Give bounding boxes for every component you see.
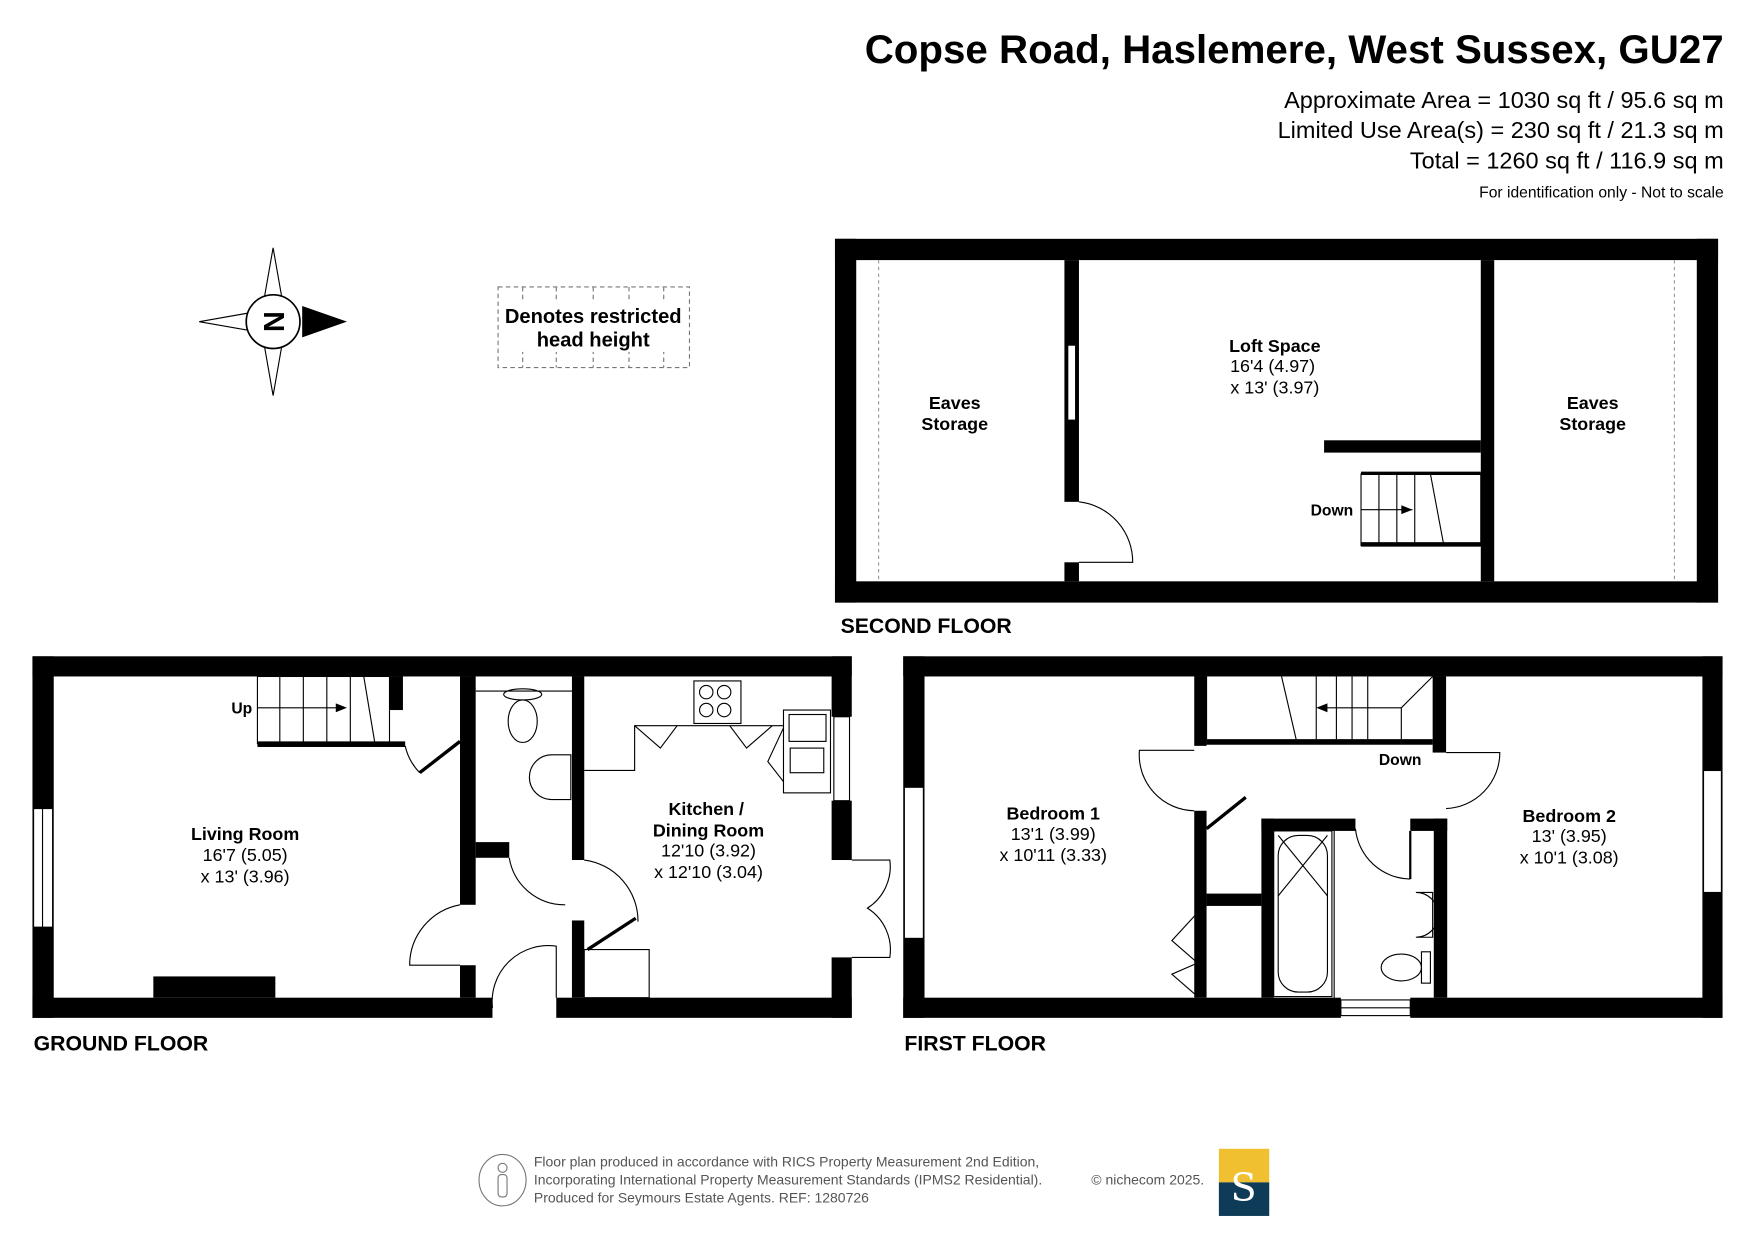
kitchen-dim-1: 12'10 (3.92): [661, 841, 756, 861]
hob-icon: [693, 680, 742, 725]
footer-copyright: © nichecom 2025.: [1091, 1172, 1204, 1188]
bath-icon: [1273, 830, 1333, 998]
property-title: Copse Road, Haslemere, West Sussex, GU27: [865, 27, 1724, 72]
eaves-right-name-2: Storage: [1559, 414, 1626, 434]
bedroom1-name: Bedroom 1: [1006, 804, 1099, 824]
second-floor-plan: Down Eaves Storage Loft Space 16'4 (4.97…: [834, 238, 1719, 638]
bedroom2-dim-2: x 10'1 (3.08): [1520, 847, 1619, 867]
legend-text-2: head height: [537, 329, 650, 351]
toilet-icon: [503, 688, 543, 744]
ground-floor-label: GROUND FLOOR: [34, 1031, 209, 1055]
living-room-name: Living Room: [191, 824, 299, 844]
compass-north-letter: N: [257, 311, 289, 332]
sink-icon: [782, 709, 832, 794]
eaves-left-name-1: Eaves: [929, 393, 981, 413]
toilet-icon-first: [1380, 951, 1431, 984]
stairs-up-label: Up: [231, 700, 252, 717]
kitchen-name-1: Kitchen /: [668, 799, 744, 819]
logo-letter: S: [1230, 1165, 1256, 1209]
basin-icon: [528, 754, 572, 801]
approx-area: Approximate Area = 1030 sq ft / 95.6 sq …: [1284, 87, 1724, 113]
loft-dim-2: x 13' (3.97): [1230, 377, 1319, 397]
bedroom2-name: Bedroom 2: [1522, 806, 1615, 826]
stairs-second-floor: [1360, 471, 1482, 547]
stairs-ground-floor: [256, 675, 406, 747]
total-area: Total = 1260 sq ft / 116.9 sq m: [1410, 147, 1724, 173]
loft-dim-1: 16'4 (4.97): [1230, 356, 1315, 376]
eaves-left-name-2: Storage: [921, 414, 988, 434]
eaves-right-name-1: Eaves: [1567, 393, 1619, 413]
kitchen-name-2: Dining Room: [653, 821, 764, 841]
footer-line-3: Produced for Seymours Estate Agents. REF…: [534, 1190, 869, 1206]
seymours-logo: S: [1218, 1148, 1270, 1216]
bedroom2-dim-1: 13' (3.95): [1532, 826, 1607, 846]
footer: Floor plan produced in accordance with R…: [478, 1148, 1270, 1216]
basin-icon-first: [1415, 891, 1439, 938]
limited-use-area: Limited Use Area(s) = 230 sq ft / 21.3 s…: [1278, 117, 1724, 143]
first-floor-plan: Down Bedroom 1 13'1 (3.99) x 10'11 (3.33…: [903, 656, 1723, 1055]
rics-person-icon: [478, 1153, 527, 1207]
footer-line-1: Floor plan produced in accordance with R…: [534, 1154, 1039, 1170]
bedroom1-dim-1: 13'1 (3.99): [1011, 824, 1096, 844]
legend-text-1: Denotes restricted: [505, 306, 682, 328]
first-floor-label: FIRST FLOOR: [904, 1031, 1046, 1055]
second-floor-label: SECOND FLOOR: [841, 614, 1012, 638]
restricted-height-legend: Denotes restricted head height: [497, 286, 691, 369]
kitchen-dim-2: x 12'10 (3.04): [654, 862, 763, 882]
living-room-dim-1: 16'7 (5.05): [203, 845, 288, 865]
compass-icon: N: [199, 247, 347, 396]
disclaimer: For identification only - Not to scale: [1479, 184, 1724, 201]
header: Copse Road, Haslemere, West Sussex, GU27…: [865, 27, 1724, 201]
bedroom1-dim-2: x 10'11 (3.33): [999, 845, 1107, 865]
stairs-first-floor: [1206, 676, 1434, 740]
stairs-down-label: Down: [1311, 502, 1354, 519]
ground-floor-plan: Up Living Room 16'7 (5.05) x 13' (3.96) …: [32, 656, 891, 1055]
stairs-down-label-first: Down: [1379, 752, 1422, 769]
living-room-dim-2: x 13' (3.96): [201, 866, 290, 886]
footer-line-2: Incorporating International Property Mea…: [534, 1172, 1042, 1188]
loft-name: Loft Space: [1229, 336, 1321, 356]
